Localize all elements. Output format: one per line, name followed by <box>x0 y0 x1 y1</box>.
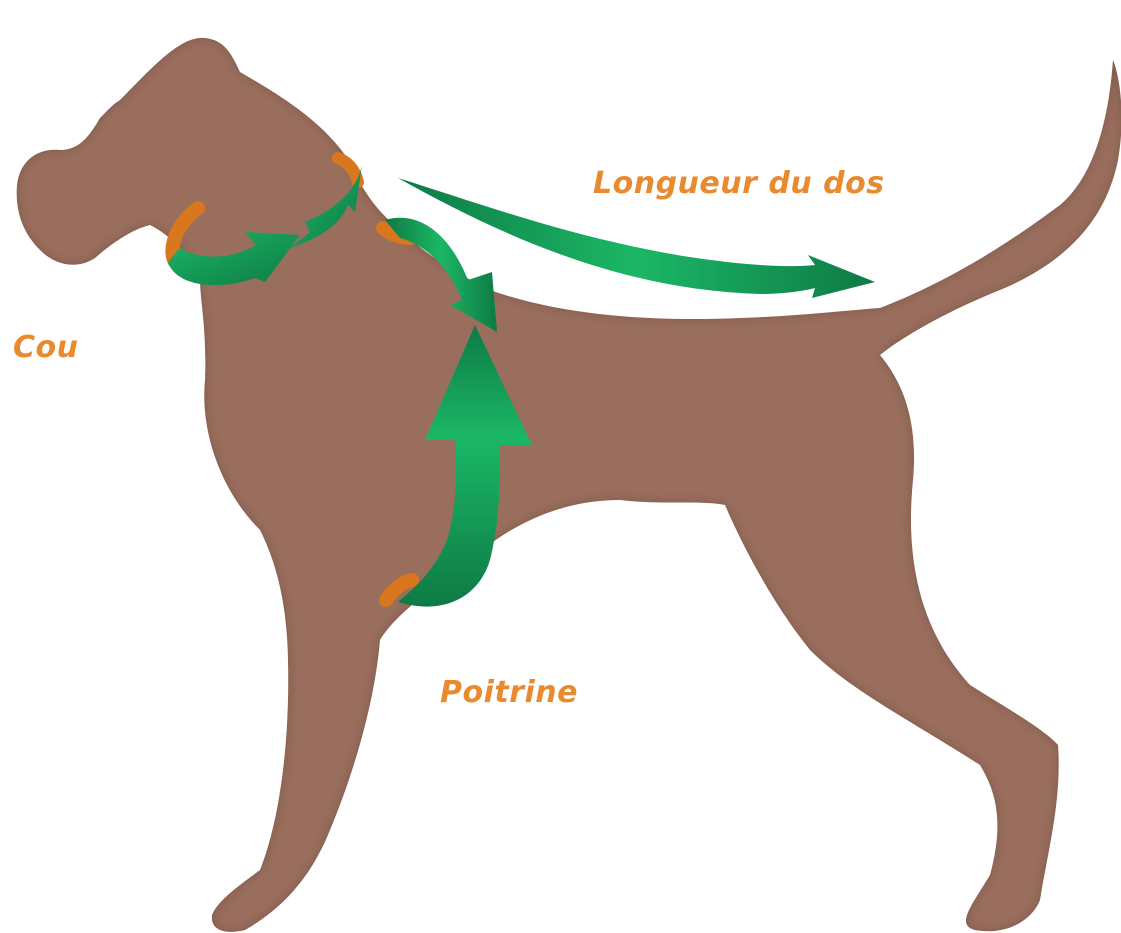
chest-label: Poitrine <box>440 675 578 710</box>
neck-label: Cou <box>13 330 78 365</box>
dog-silhouette-icon <box>17 38 1121 932</box>
back-length-label: Longueur du dos <box>593 166 885 201</box>
